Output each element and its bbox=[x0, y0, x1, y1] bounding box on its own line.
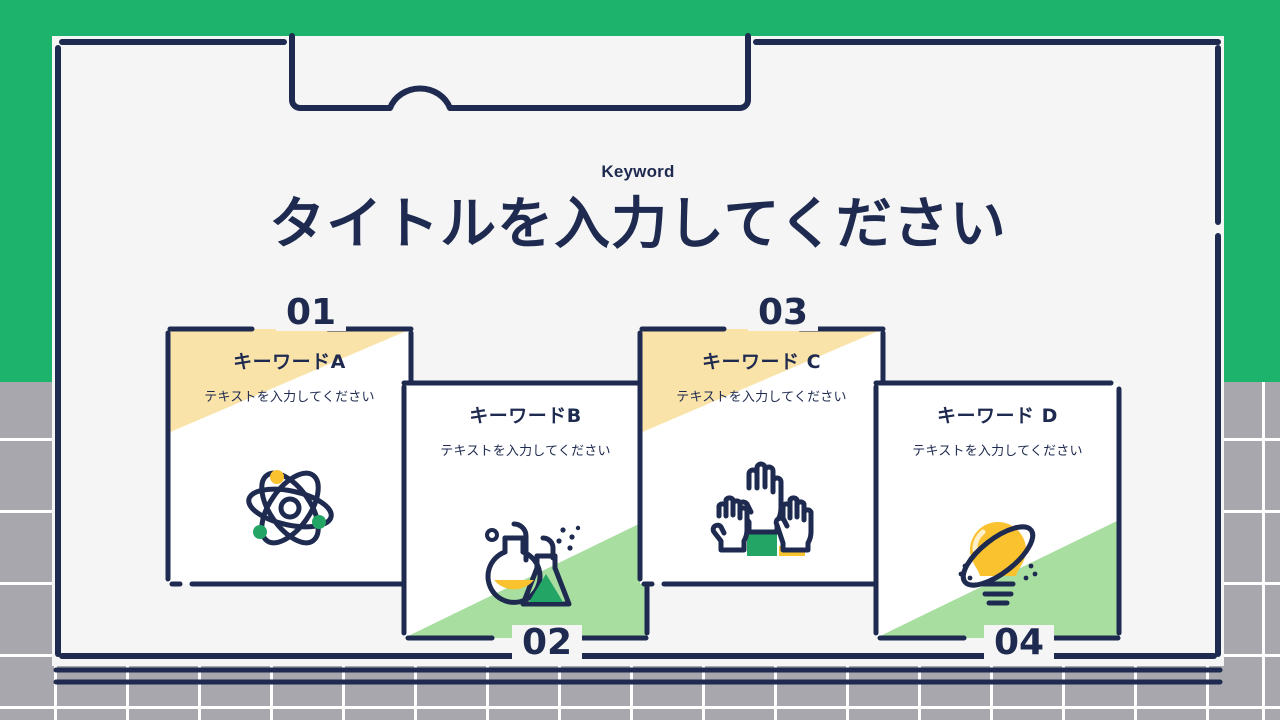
accent-wedge-yellow bbox=[640, 329, 883, 433]
card-03-accent bbox=[640, 329, 883, 584]
card-subtitle: テキストを入力してください bbox=[440, 444, 611, 459]
card-title: キーワードB bbox=[469, 405, 582, 427]
card-group: キーワードA テキストを入力してください bbox=[52, 36, 1224, 666]
card-02-number: 02 bbox=[512, 625, 583, 661]
card-subtitle: テキストを入力してください bbox=[204, 390, 375, 405]
card-01[interactable]: キーワードA テキストを入力してください bbox=[165, 295, 414, 587]
card-01-text: キーワードA テキストを入力してください bbox=[168, 347, 411, 405]
card-04-text: キーワード D テキストを入力してください bbox=[876, 401, 1119, 459]
card-04-number: 04 bbox=[984, 625, 1055, 661]
card-subtitle: テキストを入力してください bbox=[912, 444, 1083, 459]
page-title: タイトルを入力してください bbox=[269, 192, 1007, 257]
lightbulb-orbit-icon bbox=[958, 522, 1037, 606]
atom-icon bbox=[245, 470, 334, 546]
slide-panel: Keyword タイトルを入力してください キーワードA テキストを入力してくだ… bbox=[52, 33, 1224, 685]
card-02[interactable]: キーワードB テキストを入力してください bbox=[401, 380, 650, 661]
card-title: キーワード D bbox=[937, 405, 1058, 427]
card-03-number: 03 bbox=[748, 295, 819, 331]
slide-bottom-rules bbox=[53, 667, 1223, 685]
accent-wedge-yellow bbox=[168, 329, 411, 433]
slide-outline bbox=[55, 33, 1221, 659]
flask-icon bbox=[484, 521, 580, 607]
card-title: キーワード C bbox=[701, 351, 822, 373]
card-04[interactable]: キーワード D テキストを入力してください bbox=[873, 380, 1122, 661]
card-01-number: 01 bbox=[276, 295, 347, 331]
raised-hands-icon bbox=[710, 461, 813, 556]
kicker-label: Keyword bbox=[601, 162, 675, 181]
card-03-outline bbox=[637, 326, 886, 587]
card-03-text: キーワード C テキストを入力してください bbox=[640, 347, 883, 405]
card-02-text: キーワードB テキストを入力してください bbox=[404, 401, 647, 459]
slide-header: Keyword タイトルを入力してください bbox=[52, 162, 1224, 255]
card-03[interactable]: キーワード C テキストを入力してください bbox=[637, 295, 886, 587]
card-01-accent bbox=[168, 329, 411, 584]
card-02-outline bbox=[401, 380, 650, 641]
card-subtitle: テキストを入力してください bbox=[676, 390, 847, 405]
card-title: キーワードA bbox=[233, 351, 346, 373]
card-01-outline bbox=[165, 326, 414, 587]
card-04-outline bbox=[873, 380, 1122, 641]
